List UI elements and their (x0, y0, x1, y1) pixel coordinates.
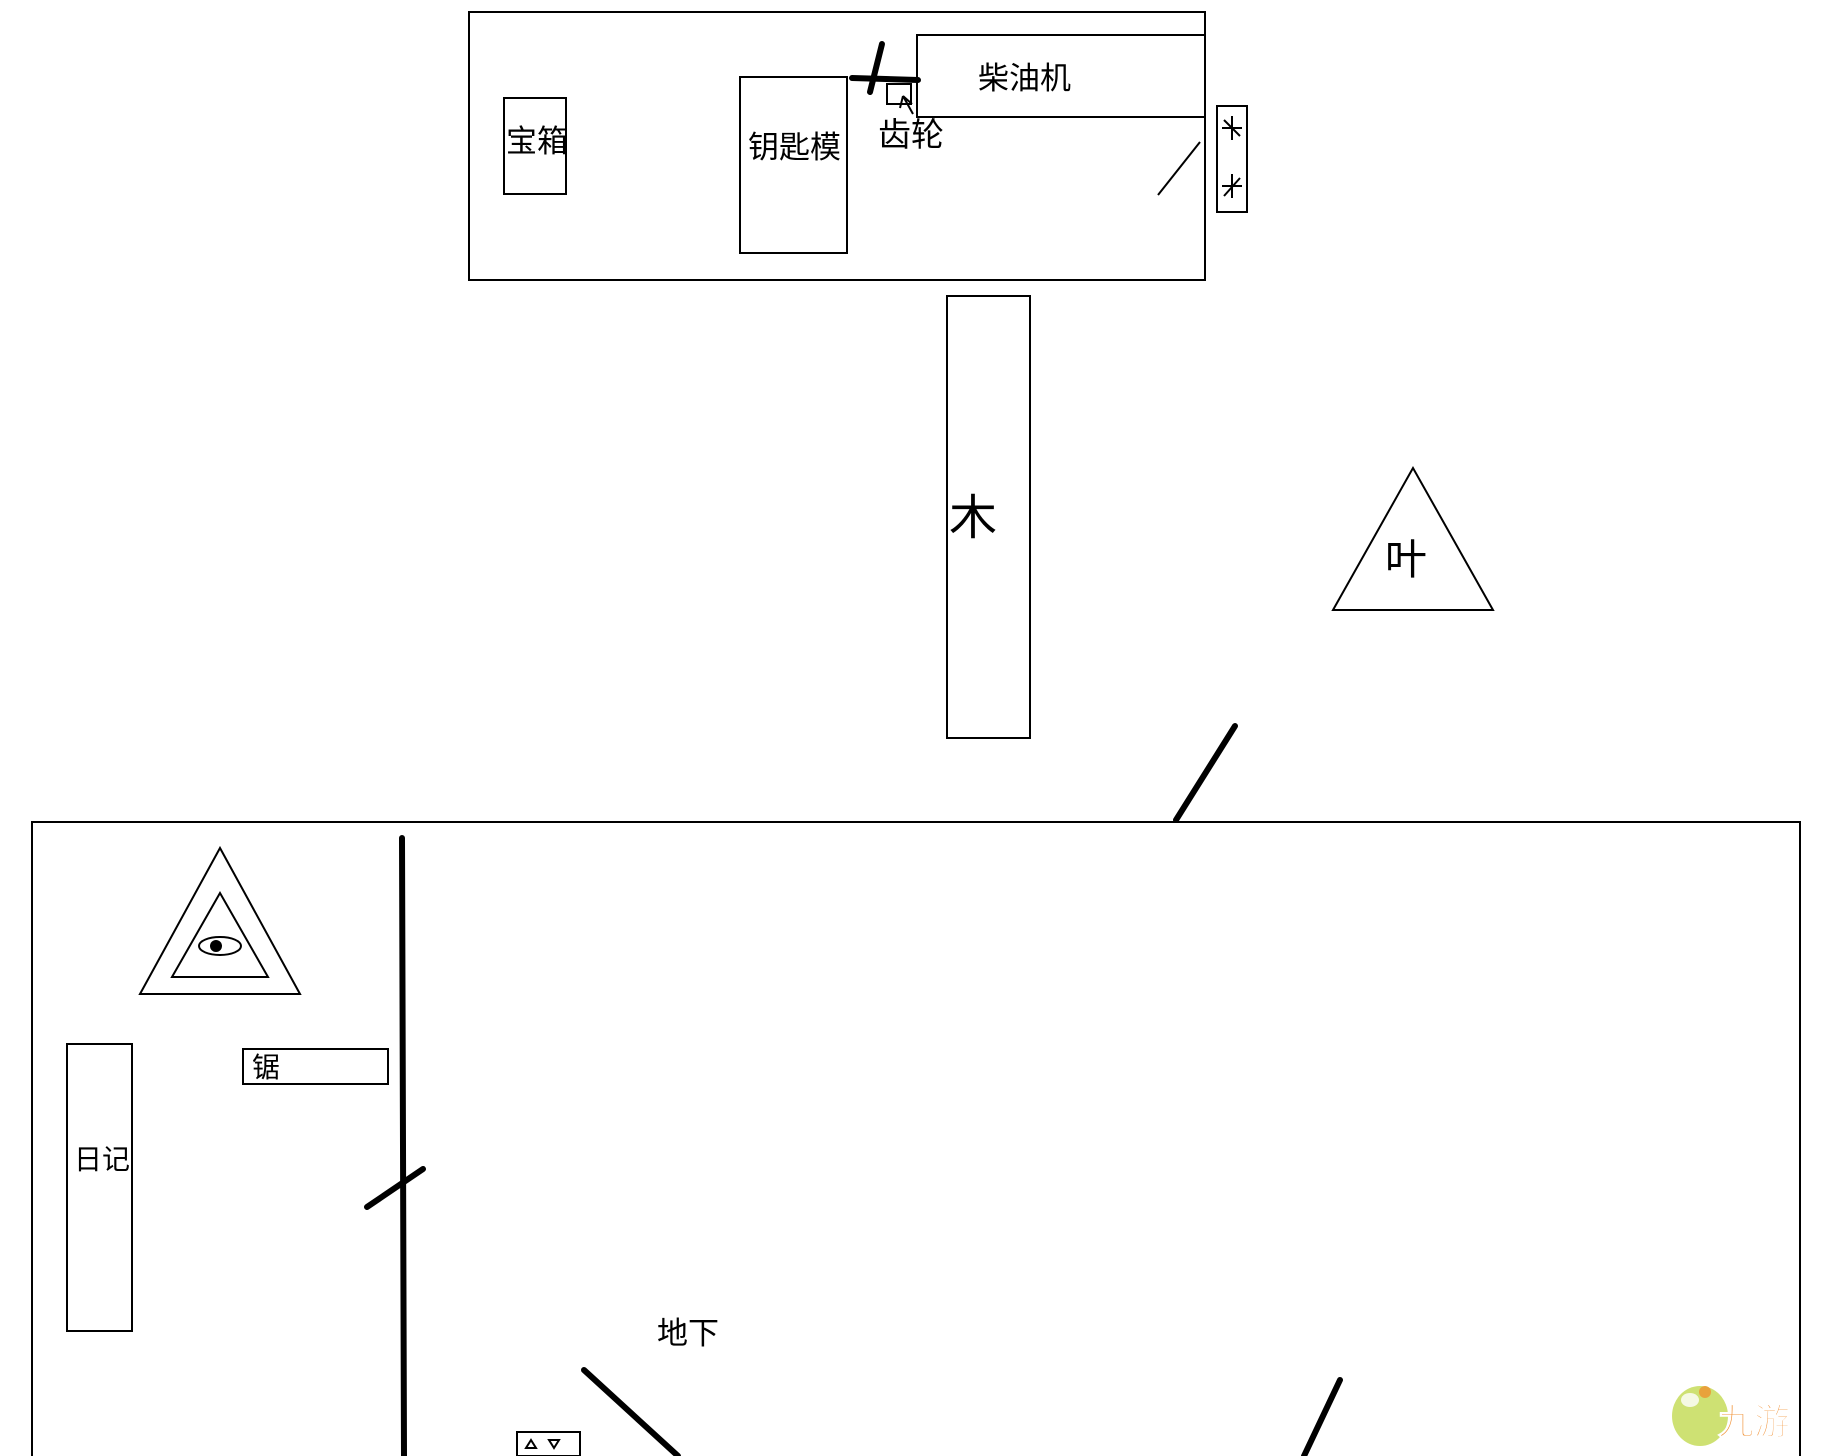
wood-column (946, 295, 1031, 739)
leaf-triangle (1331, 465, 1495, 611)
watermark-logo: 九游 (1672, 1386, 1791, 1446)
leaf-label: 叶 (1385, 535, 1427, 584)
watermark-text: 九游 (1718, 1402, 1790, 1443)
diesel-engine-box (916, 34, 1206, 118)
down-triangle-icon (547, 1439, 561, 1450)
key-mold-box (739, 76, 848, 254)
arrow-panel (516, 1431, 581, 1456)
diesel-engine-label: 柴油机 (978, 61, 1071, 97)
eye-pupil (210, 940, 222, 952)
treasure-chest-label: 宝箱 (506, 124, 568, 160)
diary-label: 日记 (74, 1143, 130, 1176)
wall-door-mark (364, 1166, 426, 1210)
gear-label: 齿轮 (878, 115, 944, 154)
watermark-icon (1699, 1386, 1711, 1398)
gear-arrow (899, 95, 914, 115)
door-mark (849, 75, 921, 83)
key-mold-label: 钥匙模 (748, 130, 841, 166)
path-line (581, 1367, 681, 1456)
door-mark (1157, 141, 1201, 196)
inner-wall (399, 835, 407, 1456)
eye-triangle-inner (170, 890, 270, 978)
treasure-chest-box (503, 97, 567, 195)
side-panel-symbols (1222, 116, 1242, 198)
underground-label: 地下 (657, 1316, 719, 1352)
diary-box (66, 1043, 133, 1332)
up-triangle-icon (524, 1438, 538, 1449)
path-line (1301, 1377, 1343, 1456)
saw-label: 锯 (252, 1051, 280, 1084)
lower-room (31, 821, 1801, 1456)
path-line (1173, 723, 1238, 823)
wood-label: 木 (949, 490, 997, 546)
saw-box (242, 1048, 389, 1085)
door-mark (867, 41, 885, 95)
